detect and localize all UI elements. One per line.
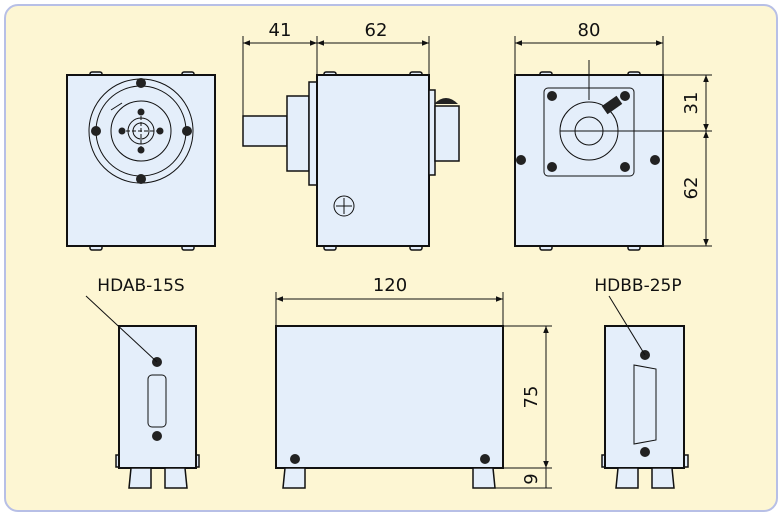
rear-view [514,36,712,251]
side-view-hdab [85,295,200,489]
dim-front-width: 120 [373,275,407,296]
dim-rear-height: 62 [681,177,702,200]
side-view [242,36,460,251]
side-view-hdbb [601,295,689,489]
dim-rear-width: 80 [578,20,601,41]
connector-label-right: HDBB-25P [594,276,681,296]
connector-label-left: HDAB-15S [97,276,184,296]
front-view [275,292,552,489]
dim-shaft-depth: 41 [269,20,292,41]
dim-rear-top: 31 [681,92,702,115]
dim-foot-height: 9 [521,473,542,484]
front-view-rotary [66,71,216,251]
dim-front-height: 75 [521,386,542,409]
dim-body-depth: 62 [365,20,388,41]
